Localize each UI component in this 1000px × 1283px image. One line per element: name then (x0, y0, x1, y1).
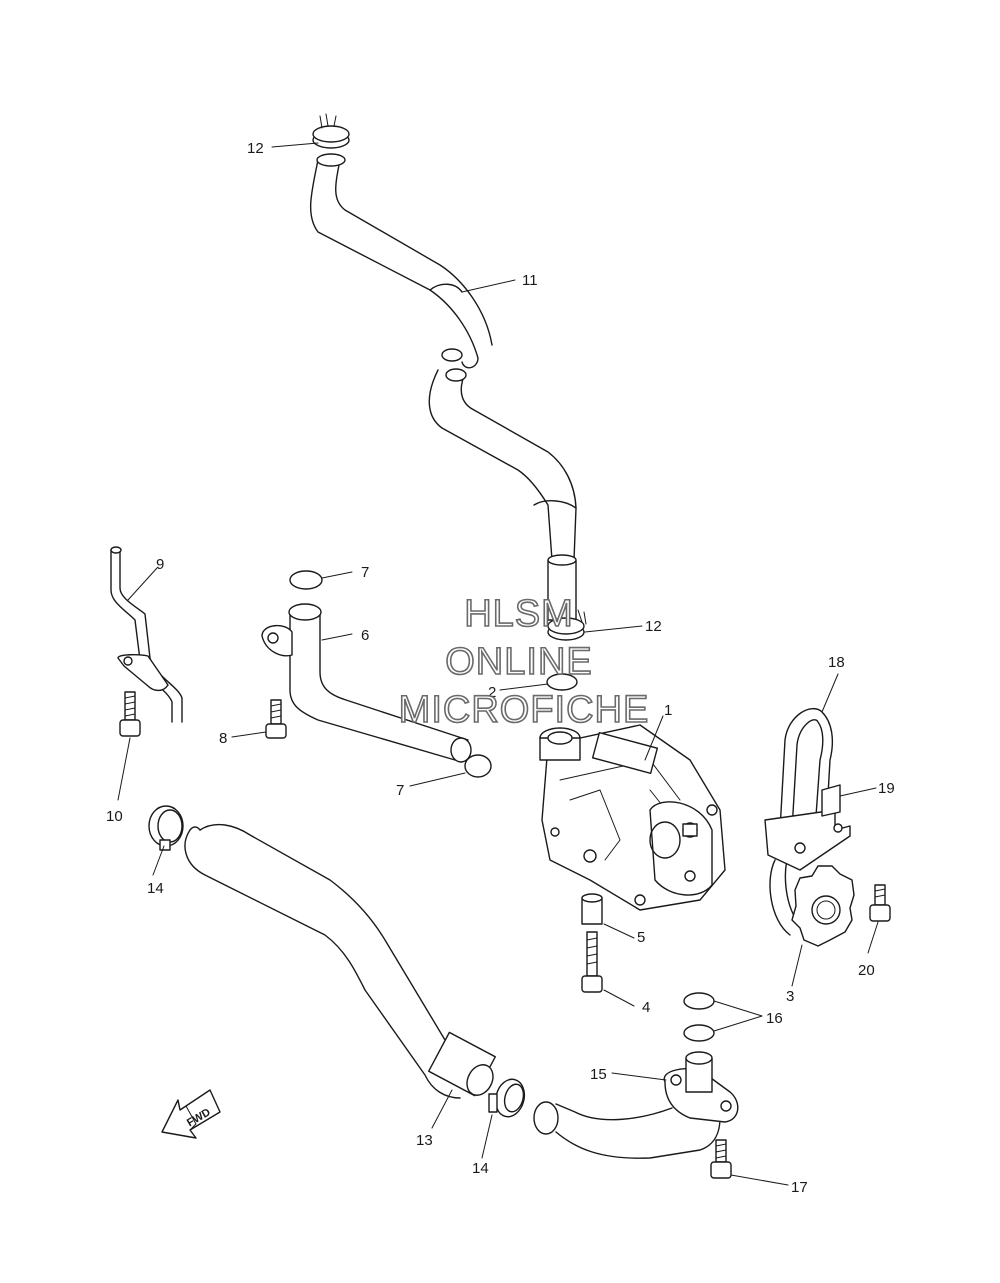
watermark: HLSM ONLINE MICROFICHE (398, 592, 650, 732)
bolt-10[interactable] (119, 691, 141, 737)
callout-6: 6 (361, 627, 369, 644)
callout-3: 3 (786, 988, 794, 1005)
hose-clamp-14-left[interactable] (148, 805, 184, 851)
callout-18: 18 (828, 654, 845, 671)
centerline-pump-pipe (490, 790, 545, 812)
bolt-4[interactable] (581, 931, 603, 993)
callout-11: 11 (522, 272, 538, 289)
callout-14-lower: 14 (472, 1160, 489, 1177)
callout-15: 15 (590, 1066, 607, 1083)
hose-clamp-14-lower[interactable] (488, 1076, 528, 1120)
watermark-line-2: ONLINE (445, 641, 592, 683)
oil-pump-1[interactable] (539, 724, 726, 911)
callout-19: 19 (878, 780, 895, 797)
callout-2: 2 (488, 684, 496, 701)
callout-9: 9 (156, 556, 164, 573)
o-ring-7-top[interactable] (289, 570, 323, 590)
bolt-8[interactable] (265, 650, 287, 739)
o-ring-2[interactable] (546, 673, 578, 691)
callout-16: 16 (766, 1010, 783, 1027)
o-ring-7-lower[interactable] (464, 754, 492, 778)
callout-14-left: 14 (147, 880, 164, 897)
callout-5: 5 (637, 929, 645, 946)
o-ring-16-lower[interactable] (683, 1024, 715, 1042)
watermark-line-3: MICROFICHE (399, 689, 650, 731)
callout-8: 8 (219, 730, 227, 747)
pipe-9[interactable] (110, 546, 183, 723)
watermark-line-1: HLSM (464, 593, 574, 635)
callout-4: 4 (642, 999, 650, 1016)
fwd-direction-arrow: FWD (161, 1089, 221, 1139)
dowel-5[interactable] (581, 893, 603, 925)
callout-7-top: 7 (361, 564, 369, 581)
callout-17: 17 (791, 1179, 808, 1196)
callout-20: 20 (858, 962, 875, 979)
bolt-17[interactable] (710, 1124, 732, 1179)
callout-7-lower: 7 (396, 782, 404, 799)
callout-13: 13 (416, 1132, 433, 1149)
o-ring-16-top[interactable] (683, 992, 715, 1010)
callout-12-top: 12 (247, 140, 264, 157)
pipe-15[interactable] (533, 1051, 739, 1159)
pipe-6[interactable] (261, 603, 472, 763)
callout-1: 1 (664, 702, 672, 719)
callout-10: 10 (106, 808, 123, 825)
hose-13[interactable] (184, 823, 498, 1100)
hose-11[interactable] (309, 159, 577, 621)
hose-clamp-12-lower[interactable] (547, 609, 587, 641)
sprocket-3[interactable] (791, 865, 855, 947)
chain-guide-19[interactable] (764, 784, 851, 871)
leader-lines (117, 142, 879, 1186)
hose-clamp-12-top[interactable] (312, 113, 350, 167)
callout-12-lower: 12 (645, 618, 662, 635)
bolt-20[interactable] (845, 845, 891, 922)
